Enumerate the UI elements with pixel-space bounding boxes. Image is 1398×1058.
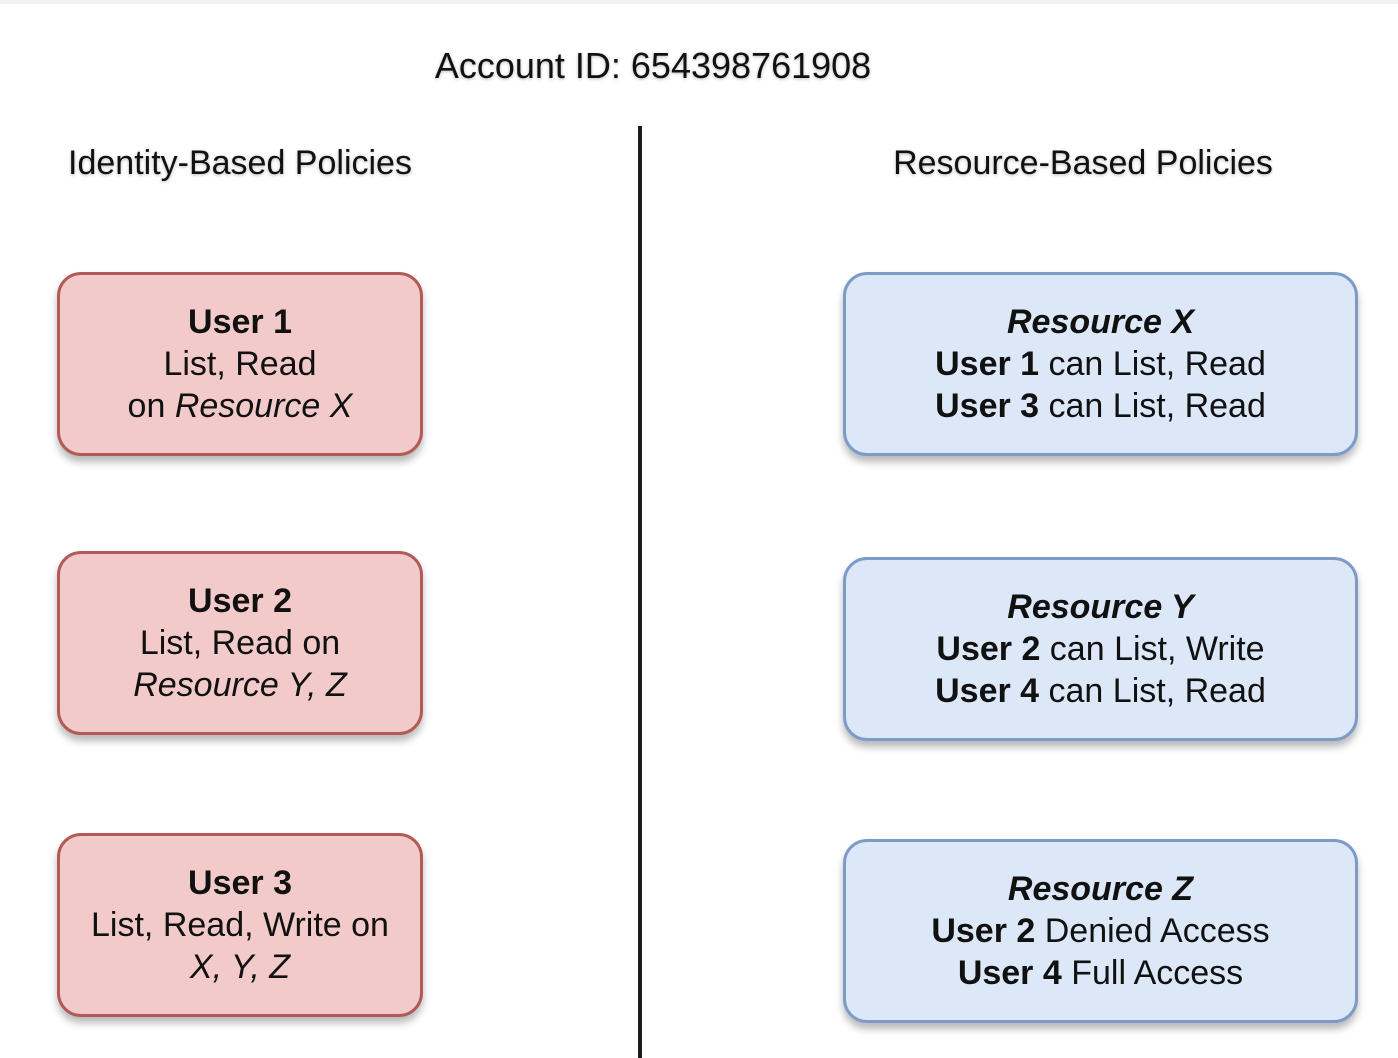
resource-policies-heading: Resource-Based Policies: [893, 144, 1273, 182]
identity-policies-heading: Identity-Based Policies: [68, 144, 412, 182]
identity-policy-user-3: User 3 List, Read, Write on X, Y, Z: [57, 833, 423, 1017]
resource-rule: User 3 can List, Read: [935, 385, 1266, 427]
resource-rule-text: can List, Write: [1040, 630, 1265, 668]
identity-user-label: User 2: [188, 582, 292, 620]
resource-rule-text: Full Access: [1061, 954, 1244, 992]
resource-rule-text: can List, Read: [1039, 387, 1266, 425]
resource-title: Resource Y: [1007, 588, 1194, 626]
resource-policy-z: Resource Z User 2 Denied Access User 4 F…: [843, 839, 1358, 1023]
resource-rule-user: User 2: [931, 912, 1036, 950]
identity-target-prefix: on: [127, 387, 175, 425]
column-divider: [638, 126, 642, 1058]
identity-user-label: User 1: [188, 303, 292, 341]
resource-rule: User 4 Full Access: [958, 952, 1243, 994]
identity-policy-user-2: User 2 List, Read on Resource Y, Z: [57, 551, 423, 735]
resource-rule-user: User 4: [957, 954, 1062, 992]
resource-rule: User 2 can List, Write: [936, 628, 1264, 670]
resource-rule-text: can List, Read: [1039, 345, 1266, 383]
account-id-label: Account ID: 654398761908: [434, 45, 872, 86]
identity-target-resource: X, Y, Z: [189, 948, 291, 986]
resource-rule: User 4 can List, Read: [935, 670, 1266, 712]
resource-rule: User 1 can List, Read: [935, 343, 1266, 385]
identity-permissions: List, Read: [163, 345, 317, 383]
resource-policy-y: Resource Y User 2 can List, Write User 4…: [843, 557, 1358, 741]
resource-rule: User 2 Denied Access: [931, 910, 1269, 952]
resource-title: Resource Z: [1007, 870, 1194, 908]
resource-rule-user: User 4: [935, 672, 1040, 710]
identity-target: Resource Y, Z: [133, 664, 347, 706]
resource-policy-x: Resource X User 1 can List, Read User 3 …: [843, 272, 1358, 456]
identity-target: X, Y, Z: [190, 946, 290, 988]
top-edge-strip: [0, 0, 1398, 4]
identity-target-resource: Resource Y, Z: [133, 666, 347, 704]
resource-rule-text: can List, Read: [1039, 672, 1266, 710]
identity-policy-user-1: User 1 List, Read on Resource X: [57, 272, 423, 456]
resource-title: Resource X: [1006, 303, 1195, 341]
identity-permissions: List, Read, Write on: [91, 906, 389, 944]
identity-user-label: User 3: [188, 864, 292, 902]
identity-target: on Resource X: [128, 385, 353, 427]
identity-permissions: List, Read on: [139, 624, 341, 662]
resource-rule-text: Denied Access: [1035, 912, 1270, 950]
resource-rule-user: User 2: [936, 630, 1041, 668]
resource-rule-user: User 1: [935, 345, 1040, 383]
identity-target-resource: Resource X: [174, 387, 353, 425]
resource-rule-user: User 3: [935, 387, 1040, 425]
